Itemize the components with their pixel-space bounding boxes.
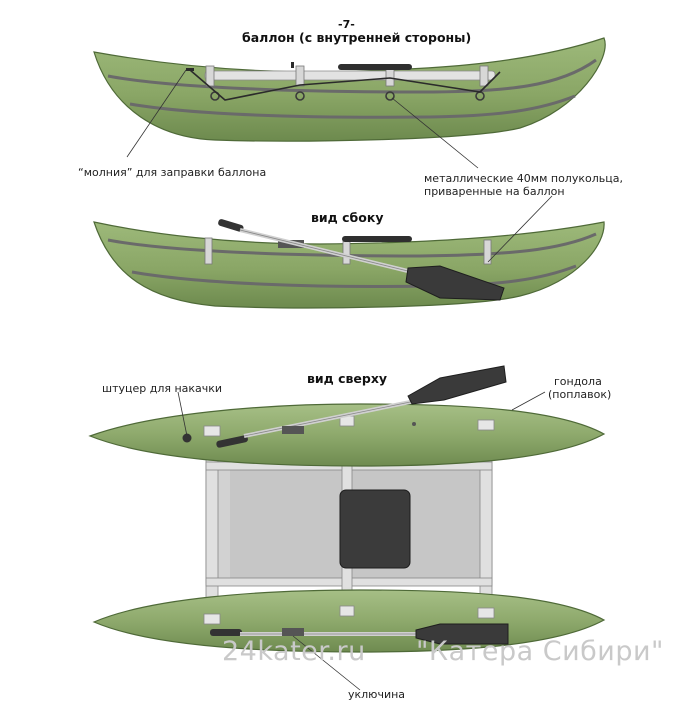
rings-label-line2: приваренные на баллон	[424, 185, 565, 198]
side-view	[93, 219, 605, 309]
oarlock-label: уключина	[348, 688, 406, 701]
top-view-clamp	[477, 419, 495, 431]
gondola-leader	[511, 391, 546, 411]
top-view-clamp	[477, 607, 495, 619]
side-view-seat-bar	[342, 236, 412, 242]
zipper-mark	[186, 68, 194, 71]
gondola-label-line1: гондола	[554, 375, 602, 388]
inner-side-seam-lower	[129, 94, 576, 119]
top-view-title: вид сверху	[307, 371, 388, 386]
rings-leader	[391, 97, 479, 169]
top-view	[88, 365, 606, 653]
callout-leaders	[126, 69, 553, 691]
top-view-seat	[339, 489, 411, 569]
top-view-clamp	[203, 613, 221, 625]
valve-mark	[291, 62, 294, 68]
side-view-oar	[218, 219, 505, 301]
side-view-frame-post	[483, 239, 492, 265]
inner-side-seam-upper	[107, 58, 597, 94]
rings-leader	[487, 195, 553, 263]
top-view-clamp	[203, 425, 221, 437]
page-number: -7-	[338, 18, 355, 31]
inner-side-frame-post	[205, 65, 215, 87]
zipper-leader	[126, 69, 187, 158]
inner-side-d-ring	[295, 91, 305, 101]
watermark-site: 24kater.ru	[222, 636, 366, 667]
top-view-oarlock-upper	[282, 426, 304, 434]
inner-side-title: баллон (с внутренней стороны)	[242, 30, 472, 45]
gondola-label-line2: (поплавок)	[548, 388, 612, 401]
oarlock-leader	[292, 635, 361, 691]
watermark-brand: "Катера Сибири"	[416, 636, 664, 667]
side-view-seam-lower	[131, 264, 577, 288]
side-view-oar-blade	[405, 265, 505, 301]
side-view-oar-handle	[218, 219, 244, 232]
inflation-valve-icon	[182, 433, 192, 443]
top-view-oarlock-lower	[282, 628, 304, 636]
inner-side-frame-post	[479, 65, 489, 87]
top-view-small-fitting	[412, 422, 416, 426]
inner-side-hull	[93, 37, 606, 142]
top-view-oar-upper	[216, 365, 507, 448]
top-view-oar-lower-blade	[415, 623, 509, 645]
side-view-title: вид сбоку	[311, 210, 384, 225]
side-view-frame-post	[204, 237, 213, 265]
inner-side-strap	[189, 69, 501, 101]
rings-label-line1: металлические 40мм полукольца,	[424, 172, 623, 185]
valve-leader	[177, 391, 188, 437]
top-view-oar-upper-handle	[216, 435, 248, 448]
side-view-frame-post	[342, 239, 351, 265]
inner-side-frame-tube	[204, 70, 496, 81]
top-view-oar-upper-blade	[407, 365, 507, 405]
zipper-label: “молния” для заправки баллона	[78, 166, 267, 179]
inner-side-frame-post	[295, 65, 305, 87]
side-view-hull	[93, 221, 605, 309]
valve-label: штуцер для накачки	[102, 382, 223, 395]
inner-side-seat-bar	[338, 64, 412, 70]
side-view-seam-upper	[107, 232, 597, 258]
inner-side-view	[93, 37, 606, 142]
top-view-pontoon-upper	[88, 403, 606, 467]
top-view-clamp	[339, 605, 355, 617]
top-view-oar-lower	[210, 623, 509, 645]
top-view-oar-lower-handle	[210, 629, 242, 636]
inner-side-d-ring	[385, 91, 395, 101]
